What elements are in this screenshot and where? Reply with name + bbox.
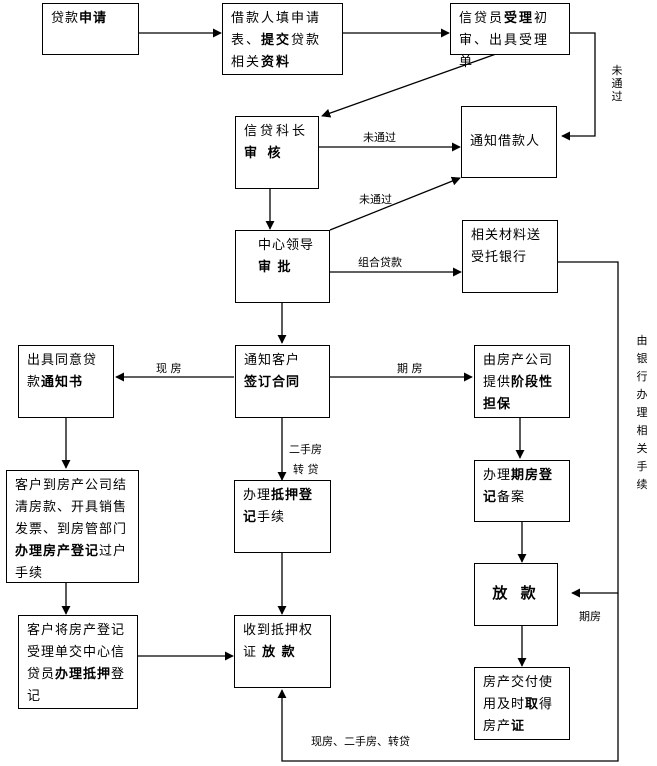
vertical-label-char: 续 [636,478,648,491]
node-text: 记 [483,490,498,505]
node-text: 信贷员 [459,11,505,26]
node-text: 初审、出具受理单 [459,11,550,70]
node-apply: 贷款申请 [42,3,139,55]
node-text: 过户手续 [15,544,128,581]
node-developer-guarantee: 由房产公司提供阶段性担保 [474,345,570,418]
label-existing-house: 现 房 [156,362,182,375]
node-text: 办理 [483,468,512,483]
node-mortgage-register: 办理抵押登记手续 [234,480,331,553]
label-bottom-return: 现房、二手房、转贷 [311,735,410,748]
node-text: 放 款 [492,584,540,602]
node-text: 记 [243,510,258,525]
node-notify-borrower: 通知借款人 [461,106,557,178]
node-consent-notice: 出具同意贷款通知书 [18,345,114,418]
node-presale-register: 办理期房登记备案 [474,460,570,522]
edge-bank-to-disburse [558,261,619,598]
node-text: 房产交付使用及时 [483,675,554,712]
node-text: 办理 [243,488,272,503]
vertical-label-char: 行 [636,370,648,383]
vertical-label-char: 理 [636,406,648,419]
node-settle-transfer: 客户到房产公司结清房款、开具销售发票、到房管部门办理房产登记过户手续 [6,470,139,583]
node-text: 出具同意贷款 [27,353,98,390]
node-text: 受理 [504,11,535,26]
node-text: 办理抵押 [55,667,112,682]
vertical-label-char: 过 [611,90,623,103]
node-text: 期房登 [511,468,554,483]
node-receive-cert-loan: 收到抵押权证 放 款 [234,615,331,688]
node-text: 审 核 [244,146,284,161]
node-deliver-cert: 房产交付使用及时取得房产证 [474,667,570,740]
node-text: 中心领导 [258,238,315,253]
node-text: 阶段性担保 [483,375,554,412]
vertical-label-char: 关 [636,442,648,455]
node-text: 取 [525,697,540,712]
node-text: 客户到房产公司结清房款、开具销售发票、到房管部门 [15,478,128,537]
vertical-label-char: 手 [636,460,648,473]
node-text: 通知客户 [244,353,301,368]
node-disburse: 放 款 [474,563,558,626]
node-text: 放 款 [262,645,296,660]
node-text: 登记 [27,667,126,704]
node-text: 借款人填申请表、 [231,11,322,48]
node-text: 得房产 [483,697,554,734]
node-text: 客户将房产登记受理单交中心信贷员 [27,623,126,682]
edge-leader-reject [329,176,461,231]
node-text: 贷款 [51,11,80,26]
vertical-label-char: 相 [636,424,648,437]
vertical-label-char: 银 [636,352,648,365]
node-officer-accept: 信贷员受理初审、出具受理单 [450,3,570,70]
node-text: 资料 [261,55,292,70]
label-chief-reject: 未通过 [363,131,396,144]
vertical-label-char: 办 [636,388,648,401]
node-fill-form: 借款人填申请表、提交贷款相关资料 [222,3,343,75]
node-text: 办理房产登记 [15,544,100,559]
node-notify-contract: 通知客户签订合同 [235,345,330,418]
edge-bottom-return [277,593,619,762]
node-submit-receipt: 客户将房产登记受理单交中心信贷员办理抵押登记 [18,615,138,709]
node-center-leader: 中心领导审 批 [235,230,330,303]
node-text: 贷款相关 [231,33,322,70]
node-text: 提交 [261,33,292,48]
label-leader-reject: 未通过 [359,193,392,206]
label-officer-reject: 未通过 [611,64,623,103]
node-text: 审 批 [258,260,292,275]
node-text: 备案 [497,490,526,505]
vertical-label-char: 通 [611,77,623,90]
node-text: 证 [511,719,526,734]
node-text: 由房产公司提供 [483,353,554,390]
node-text: 相关材料送受托银行 [471,228,542,265]
node-text: 申请 [79,11,108,26]
edge-officer-reject [561,32,596,141]
node-text: 抵押登 [271,488,314,503]
label-presale-house: 期 房 [397,362,423,375]
label-bank-handles: 由银行办理相关手续 [636,332,648,494]
node-text: 签订合同 [244,375,301,390]
node-text: 收到抵押权证 [243,623,314,660]
label-second-hand: 二手房 [289,443,322,456]
edge-officer-to-chief [321,53,497,118]
node-text: 通知借款人 [470,134,541,149]
node-section-chief: 信贷科长审 核 [235,116,319,189]
label-transfer-loan: 转 贷 [293,463,319,476]
node-text: 通知书 [41,375,84,390]
label-presale-disburse: 期房 [579,610,601,623]
vertical-label-char: 未 [611,64,623,77]
label-combo-loan: 组合贷款 [358,256,402,269]
node-send-bank: 相关材料送受托银行 [462,220,558,293]
vertical-label-char: 由 [636,334,648,347]
node-text: 手续 [257,510,286,525]
node-text: 信贷科长 [244,124,309,139]
